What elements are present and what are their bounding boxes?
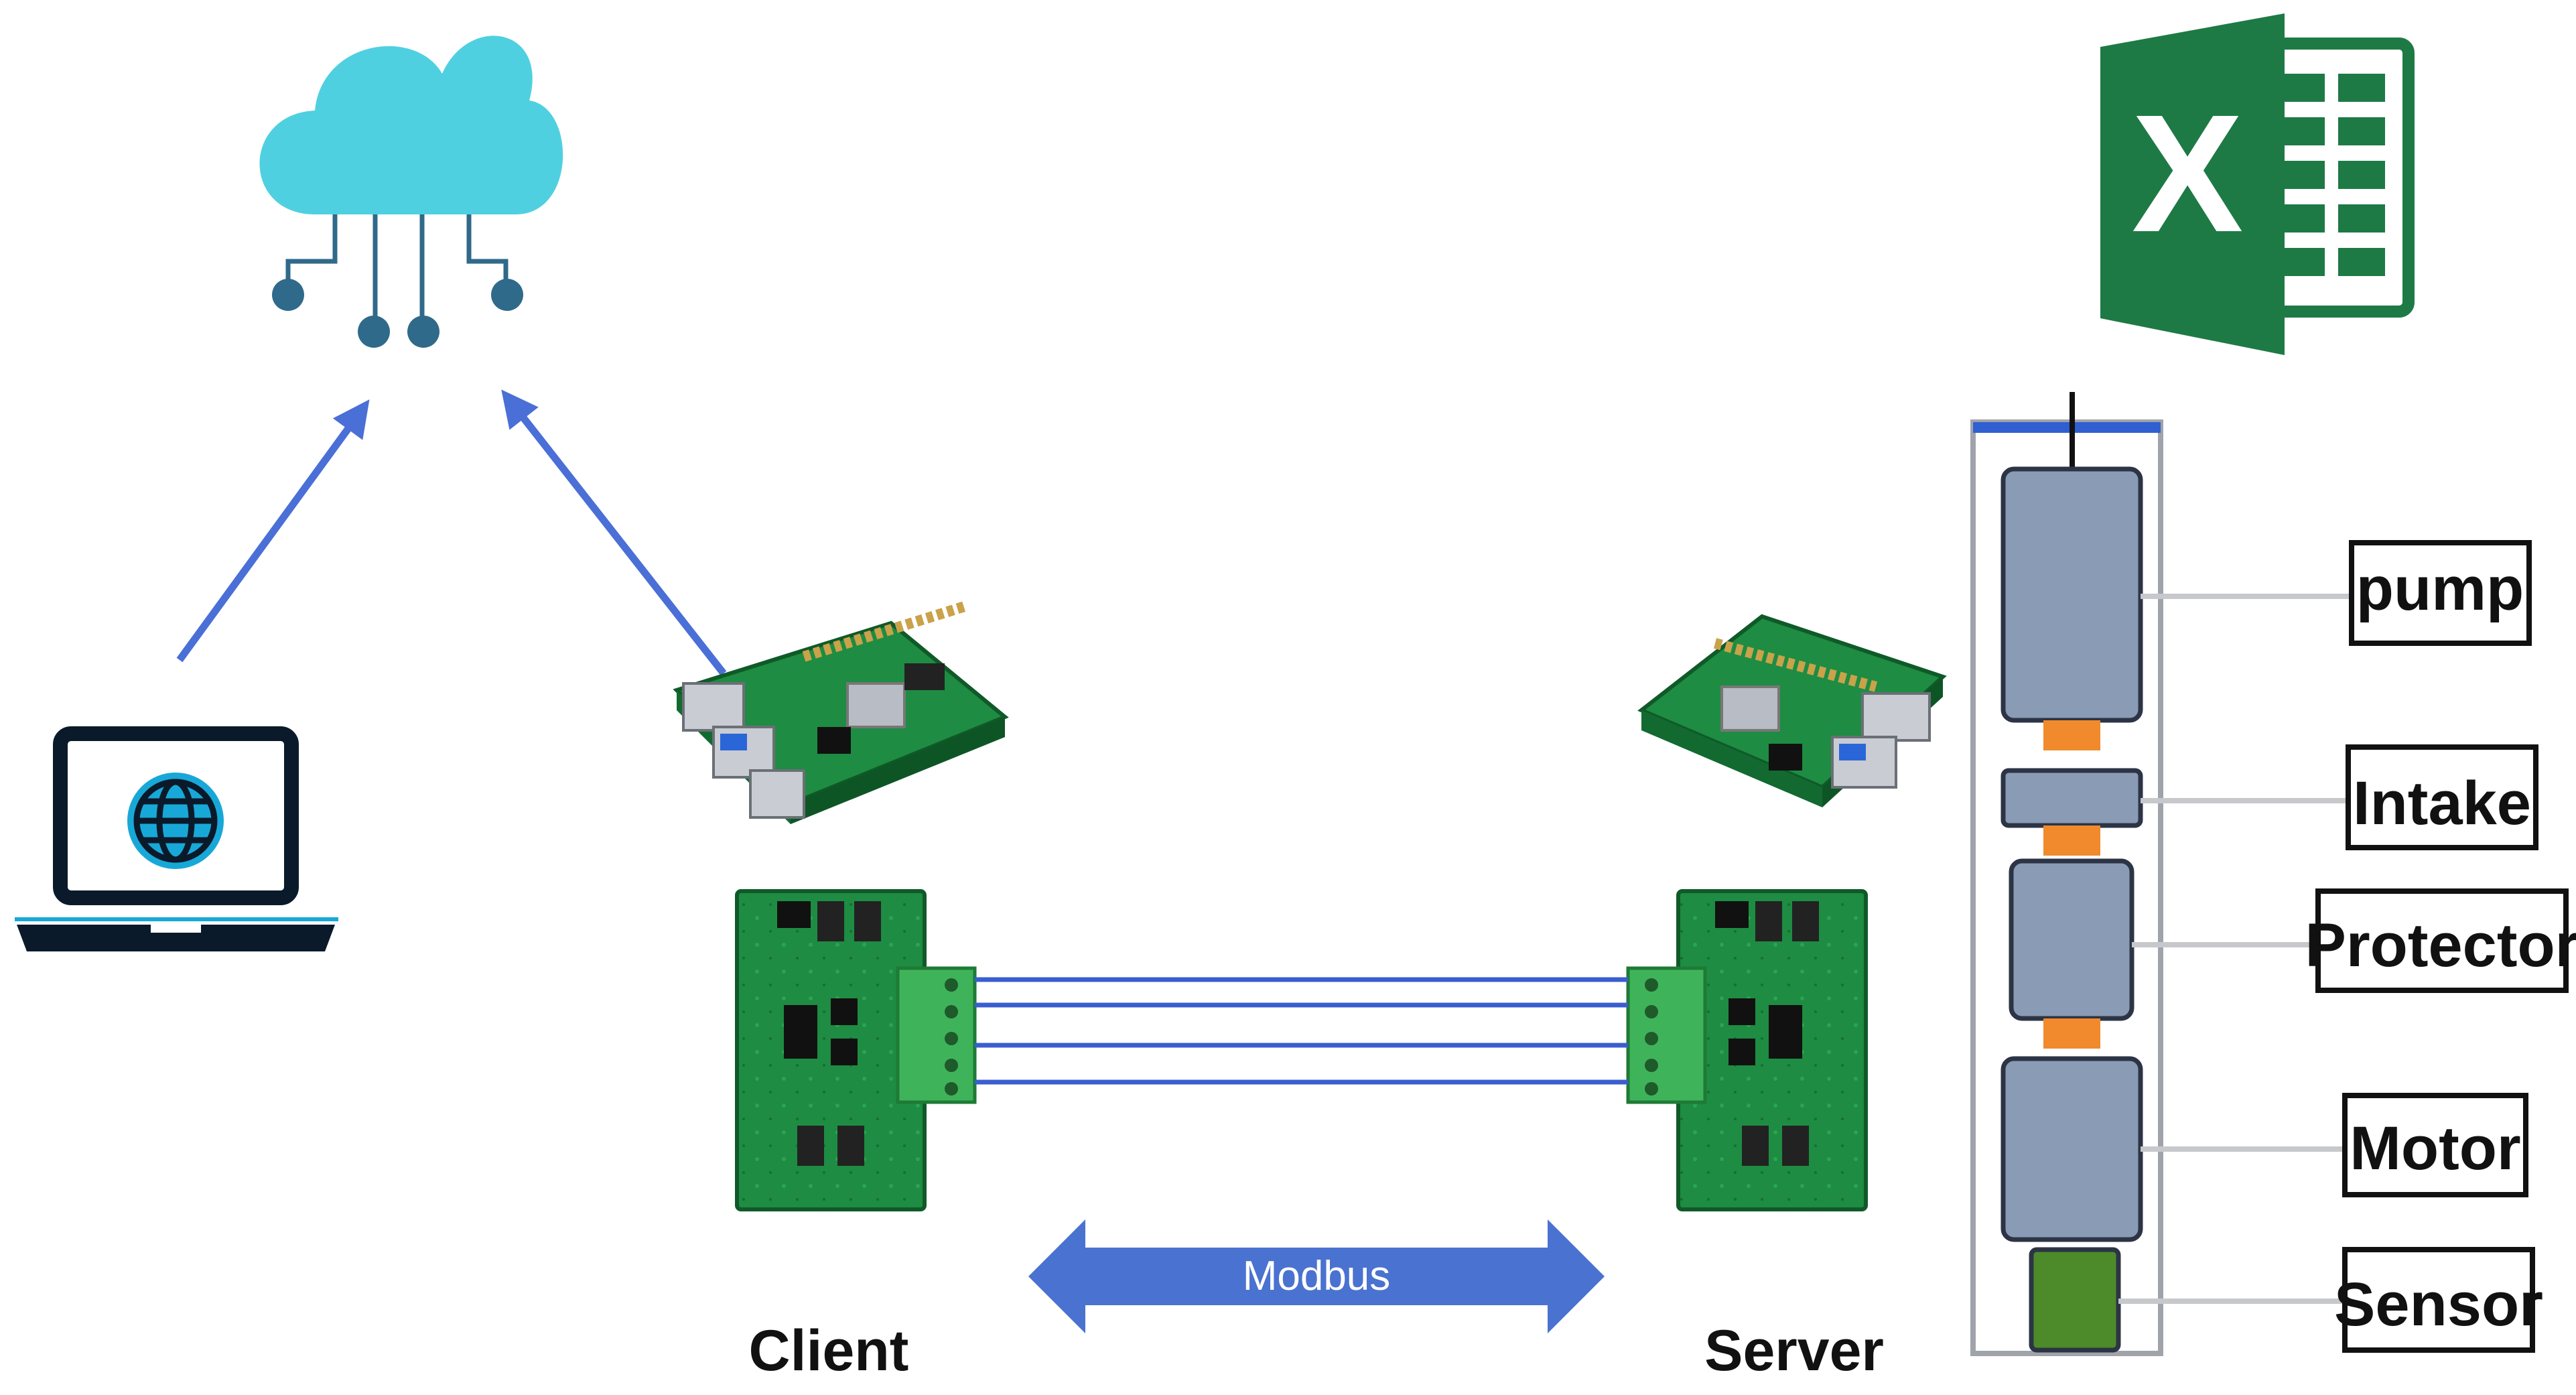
raspberry-pi-server-icon	[1637, 614, 1947, 807]
svg-text:pump: pump	[2356, 555, 2524, 623]
laptop-globe-icon	[15, 726, 338, 951]
esp-sensor-body	[2029, 1247, 2121, 1353]
rs485-wires	[975, 977, 1628, 1085]
server-rs485-board	[1626, 889, 1868, 1211]
esp-label-protector: Protector	[2305, 888, 2576, 993]
esp-motor-body	[2001, 1056, 2143, 1242]
cloud-icon	[259, 36, 563, 348]
client-rs485-board	[735, 889, 977, 1211]
modbus-double-arrow: Modbus	[1028, 1219, 1605, 1333]
esp-label-pump: pump	[2349, 540, 2532, 646]
svg-text:Intake: Intake	[2353, 769, 2531, 838]
laptop-to-cloud-arrow	[176, 399, 370, 663]
svg-text:Protector: Protector	[2305, 911, 2576, 980]
esp-label-sensor: Sensor	[2334, 1247, 2543, 1353]
svg-text:Motor: Motor	[2350, 1114, 2520, 1183]
client-label: Client	[749, 1319, 909, 1383]
modbus-label: Modbus	[1243, 1253, 1391, 1299]
raspberry-pi-client-icon	[673, 601, 1009, 824]
client-terminal-block	[896, 966, 977, 1104]
excel-icon: X	[2100, 13, 2415, 355]
esp-leader-lines	[2118, 594, 2352, 1304]
esp-pump-body	[2001, 466, 2143, 723]
server-terminal-block	[1626, 966, 1707, 1104]
esp-label-intake: Intake	[2346, 744, 2538, 850]
esp-protector-body	[2009, 858, 2134, 1021]
server-label: Server	[1704, 1319, 1884, 1383]
esp-label-motor: Motor	[2342, 1093, 2528, 1197]
svg-text:Sensor: Sensor	[2334, 1270, 2543, 1339]
excel-letter: X	[2132, 80, 2244, 267]
client-to-cloud-arrow	[501, 389, 727, 676]
esp-intake-body	[2001, 768, 2143, 828]
esp-well-diagram	[1970, 392, 2163, 1356]
